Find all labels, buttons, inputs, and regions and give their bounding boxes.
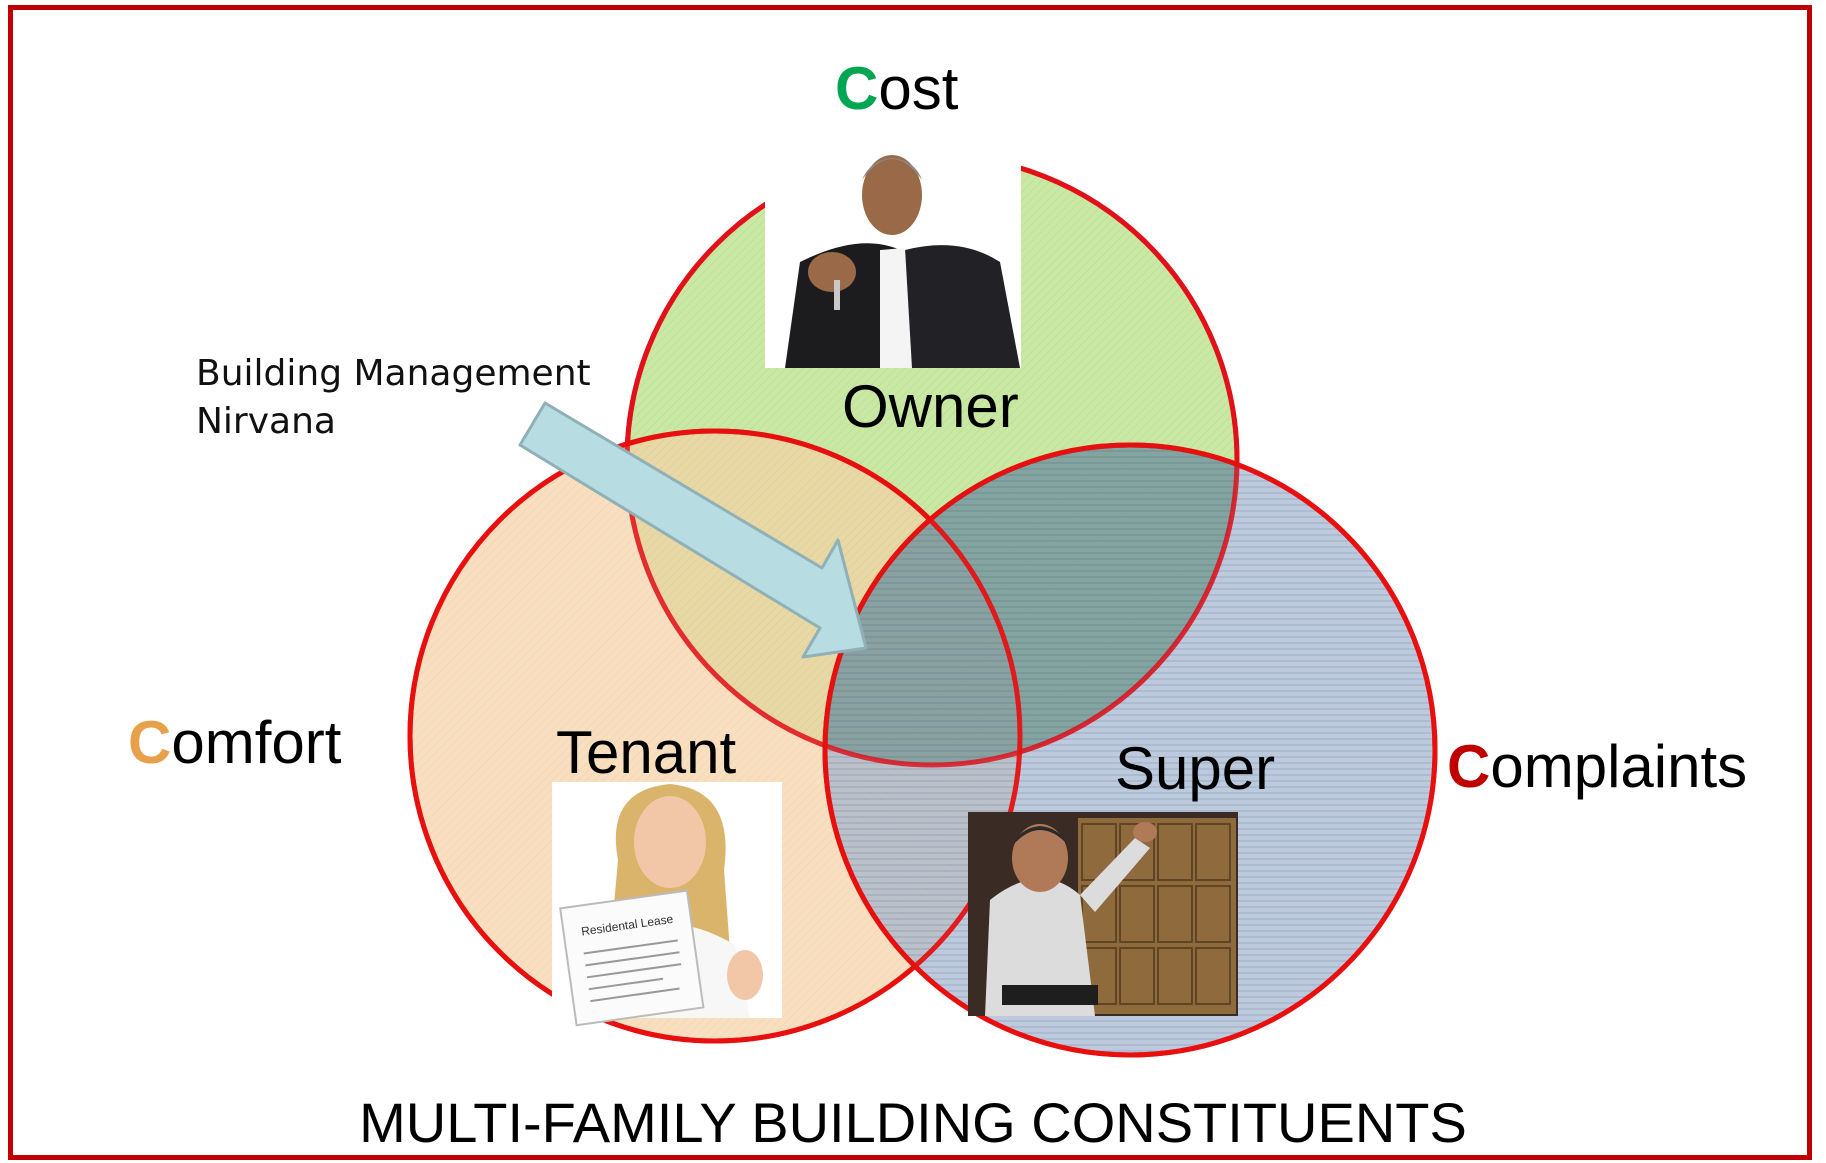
- role-tenant: Tenant: [556, 719, 737, 786]
- callout-arrow: [518, 401, 868, 659]
- owner-photo: [765, 140, 1021, 368]
- comfort-lead-letter: C: [128, 709, 172, 776]
- label-cost: Cost: [835, 54, 958, 123]
- label-complaints: Complaints: [1447, 732, 1747, 801]
- callout-line-2: Nirvana: [196, 401, 336, 442]
- callout-text: Building Management Nirvana: [196, 350, 591, 446]
- complaints-rest: omplaints: [1490, 733, 1748, 800]
- footer-caption: MULTI-FAMILY BUILDING CONSTITUENTS: [359, 1091, 1467, 1154]
- complaints-lead-letter: C: [1447, 733, 1491, 800]
- comfort-rest: omfort: [171, 709, 342, 776]
- cost-rest: ost: [878, 55, 959, 122]
- slide-frame: [8, 5, 1812, 1160]
- super-photo: [968, 812, 1238, 1016]
- callout-line-1: Building Management: [196, 353, 591, 394]
- label-comfort: Comfort: [128, 708, 341, 777]
- role-super: Super: [1115, 735, 1276, 802]
- role-owner: Owner: [842, 373, 1019, 440]
- cost-lead-letter: C: [835, 55, 879, 122]
- tenant-photo: Residental Lease: [552, 782, 782, 1027]
